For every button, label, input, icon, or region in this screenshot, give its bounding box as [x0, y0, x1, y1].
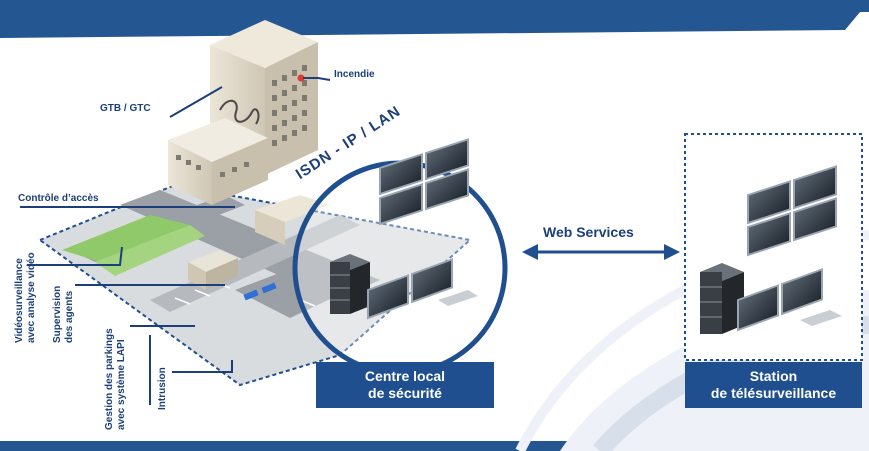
web-services-arrow [522, 244, 680, 260]
top-banner [0, 0, 869, 38]
centre-local-line2: de sécurité [368, 385, 442, 401]
label-intrusion: Intrusion [157, 367, 168, 410]
fire-alarm-dot [297, 74, 305, 82]
station-line1: Station [749, 367, 798, 384]
centre-local-line1: Centre local [364, 367, 446, 384]
station-equipment [700, 165, 842, 334]
station-box: Station de télésurveillance [685, 362, 862, 408]
station-line2: de télésurveillance [710, 385, 837, 401]
city-ground [37, 183, 473, 387]
centre-local-box: Centre local de sécurité [316, 362, 494, 408]
label-web-services: Web Services [543, 224, 634, 240]
centre-equipment [330, 138, 478, 320]
main-building [168, 20, 318, 205]
leader-lines [20, 77, 331, 405]
label-gtb-gtc: GTB / GTC [100, 103, 151, 114]
label-controle-acces: Contrôle d’accès [18, 193, 99, 204]
label-incendie: Incendie [334, 69, 375, 80]
bottom-bar [0, 441, 869, 451]
